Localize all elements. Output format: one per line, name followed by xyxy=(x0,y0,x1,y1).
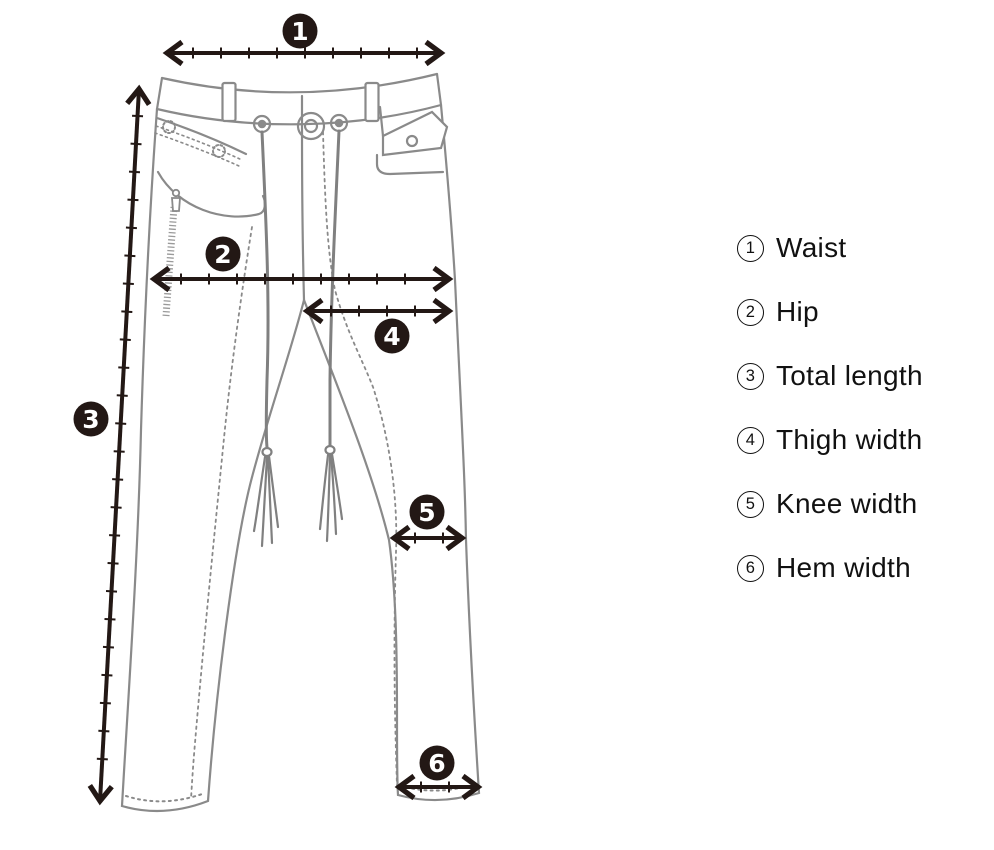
waistband xyxy=(155,72,443,126)
svg-text:2: 2 xyxy=(214,240,231,269)
svg-text:1: 1 xyxy=(291,17,308,46)
rivet-icon xyxy=(212,144,226,158)
legend-item-waist: 1 Waist xyxy=(737,234,923,262)
legend-number-circle: 6 xyxy=(737,554,764,582)
zipper-teeth xyxy=(162,206,178,317)
legend-item-total-length: 3 Total length xyxy=(737,362,923,390)
drawstrings xyxy=(252,129,344,548)
svg-text:4: 4 xyxy=(383,322,400,351)
rivet-icon xyxy=(162,120,176,134)
badge-1: 1 xyxy=(282,13,318,49)
legend-item-hip: 2 Hip xyxy=(737,298,923,326)
svg-text:6: 6 xyxy=(428,749,445,778)
belt-loop-right xyxy=(364,81,380,123)
pants-drawing xyxy=(120,72,481,813)
legend-number-circle: 4 xyxy=(737,426,764,454)
badge-5: 5 xyxy=(409,494,445,530)
legend-label: Hem width xyxy=(776,552,911,583)
front-fly-line xyxy=(300,94,306,302)
belt-loops xyxy=(221,81,380,123)
legend-item-knee-width: 5 Knee width xyxy=(737,490,923,518)
legend-item-hem-width: 6 Hem width xyxy=(737,554,923,582)
pocket-button-icon xyxy=(405,134,419,148)
right-flap-pocket xyxy=(375,105,449,176)
zipper-pull xyxy=(171,197,181,212)
badge-4: 4 xyxy=(374,318,410,354)
thigh-zipper xyxy=(162,188,181,317)
belt-loop-left xyxy=(221,81,237,123)
measurement-badges: 1 2 3 4 5 6 xyxy=(73,13,455,781)
badge-3: 3 xyxy=(73,401,109,437)
waist-button xyxy=(296,111,326,141)
total-length-arrow xyxy=(87,84,152,806)
legend-label: Hip xyxy=(776,296,819,327)
legend-number-circle: 1 xyxy=(737,234,764,262)
measurement-arrows xyxy=(87,39,483,806)
svg-text:3: 3 xyxy=(82,405,99,434)
legend-label: Knee width xyxy=(776,488,918,519)
legend-label: Thigh width xyxy=(776,424,923,455)
svg-text:5: 5 xyxy=(418,498,435,527)
legend-label: Waist xyxy=(776,232,847,263)
badge-2: 2 xyxy=(205,236,241,272)
legend-number-circle: 5 xyxy=(737,490,764,518)
stitching-dotted-lines xyxy=(190,131,398,800)
measurement-legend: 1 Waist 2 Hip 3 Total length 4 Thigh wid… xyxy=(737,234,923,582)
legend-item-thigh-width: 4 Thigh width xyxy=(737,426,923,454)
drawstring-tassels xyxy=(252,452,344,548)
badge-6: 6 xyxy=(419,745,455,781)
legend-number-circle: 3 xyxy=(737,362,764,390)
legend-number-circle: 2 xyxy=(737,298,764,326)
legend-label: Total length xyxy=(776,360,923,391)
